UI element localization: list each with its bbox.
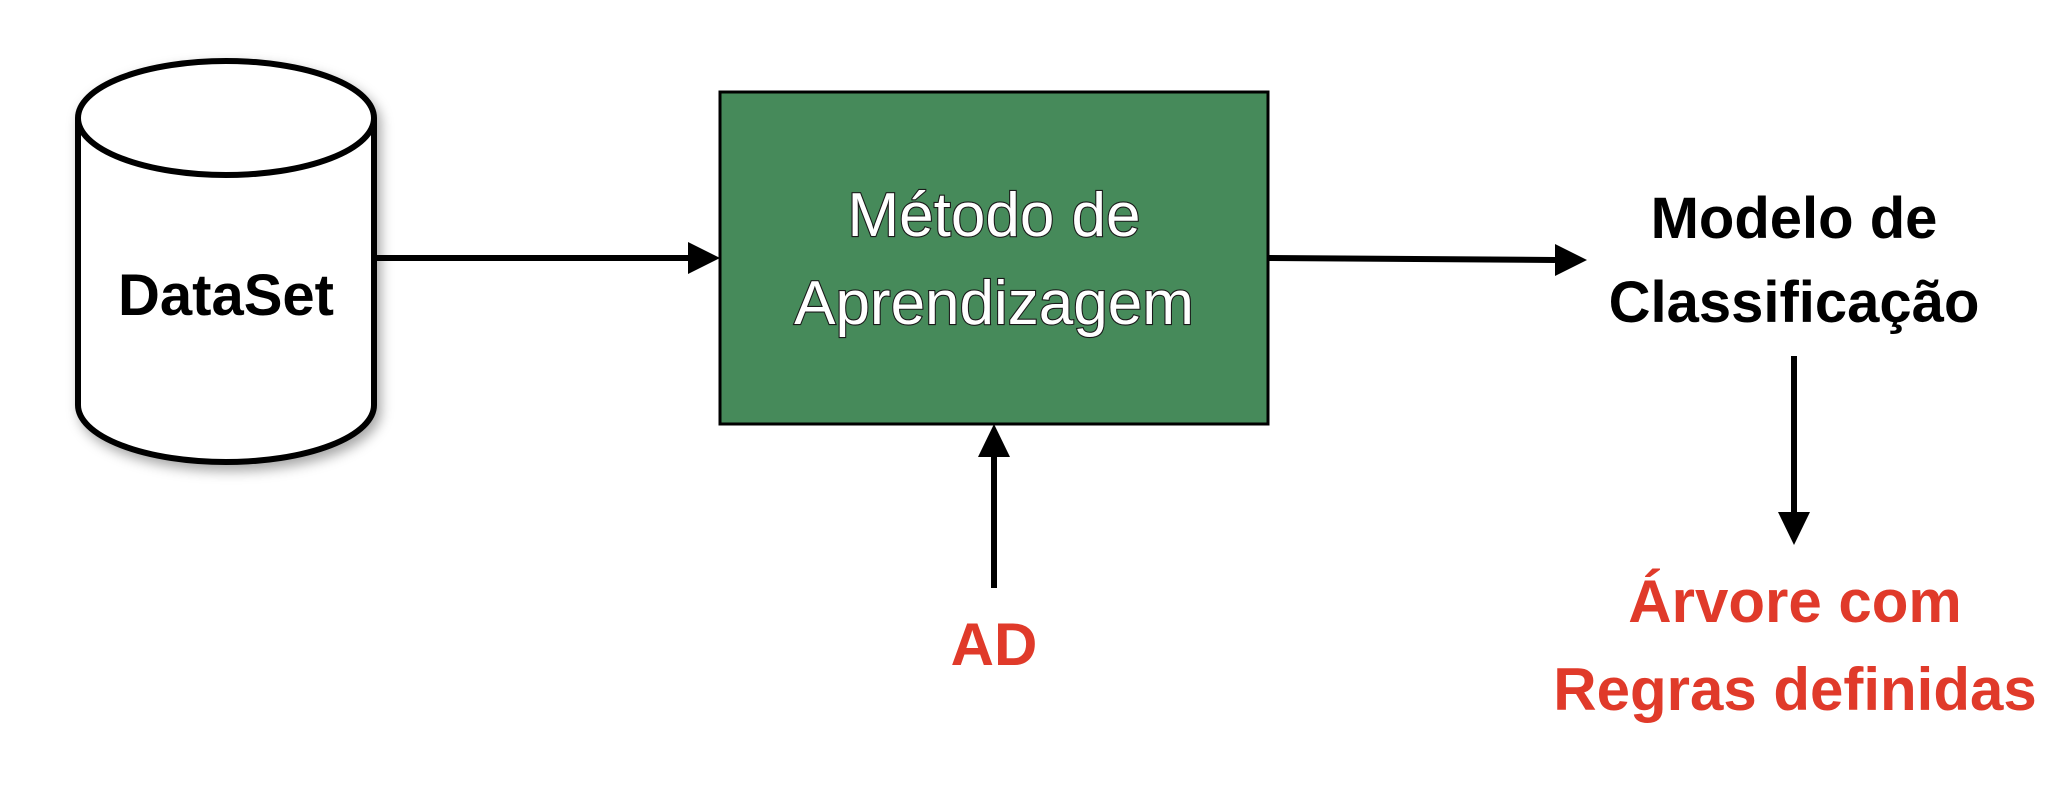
model-label-line1: Modelo de bbox=[1651, 186, 1938, 251]
dataset-cylinder bbox=[75, 58, 377, 465]
method-label-line1: Método de bbox=[848, 181, 1141, 250]
arrow-method-to-model bbox=[1267, 244, 1587, 276]
result-label-line2: Regras definidas bbox=[1553, 656, 2037, 723]
learning-method-box bbox=[718, 90, 1270, 426]
arrow-model-to-result bbox=[1778, 356, 1810, 545]
arrow-dataset-to-method bbox=[377, 242, 720, 274]
result-label-line1: Árvore com bbox=[1628, 568, 1961, 635]
model-label-line2: Classificação bbox=[1609, 270, 1980, 335]
algorithm-label: AD bbox=[951, 611, 1038, 678]
dataset-label: DataSet bbox=[118, 263, 334, 328]
arrow-ad-to-method bbox=[978, 424, 1010, 588]
method-label-line2: Aprendizagem bbox=[794, 269, 1194, 338]
